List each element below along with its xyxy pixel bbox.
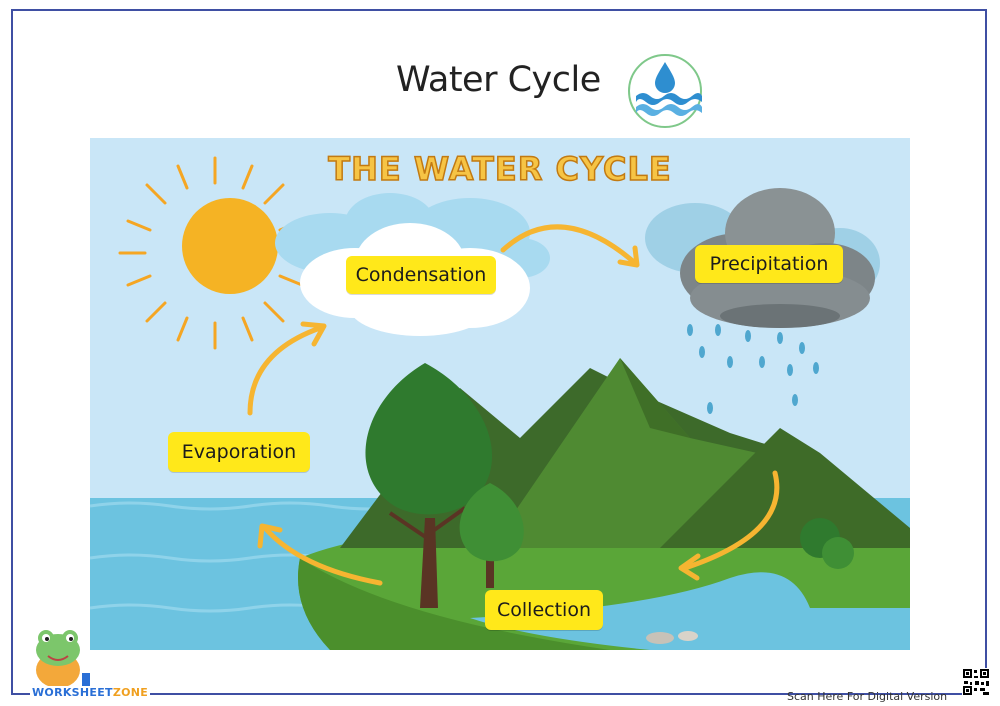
label-condensation: Condensation bbox=[346, 256, 496, 294]
qr-code-icon[interactable] bbox=[962, 668, 990, 696]
label-evaporation: Evaporation bbox=[168, 432, 310, 472]
river bbox=[470, 572, 910, 650]
page-frame bbox=[11, 9, 987, 695]
water-cycle-illustration: THE WATER CYCLE bbox=[90, 138, 910, 650]
label-collection: Collection bbox=[485, 590, 603, 630]
frog-mascot-icon bbox=[36, 630, 90, 691]
brand-prefix: WORKSHEET bbox=[32, 686, 113, 699]
tree-small bbox=[459, 483, 524, 588]
brand-suffix: ZONE bbox=[112, 686, 149, 699]
water-drop-icon bbox=[628, 54, 702, 128]
tree-large bbox=[365, 363, 493, 608]
rock bbox=[646, 632, 674, 644]
scan-instruction: Scan Here For Digital Version bbox=[787, 690, 948, 703]
page-title: Water Cycle bbox=[396, 60, 601, 100]
brand-logo: WORKSHEETZONE bbox=[30, 686, 151, 699]
rain-drops bbox=[687, 324, 819, 414]
label-precipitation: Precipitation bbox=[695, 245, 843, 283]
cycle-arrows bbox=[247, 224, 780, 586]
diagram-banner: THE WATER CYCLE bbox=[328, 150, 671, 188]
sun bbox=[182, 198, 278, 294]
